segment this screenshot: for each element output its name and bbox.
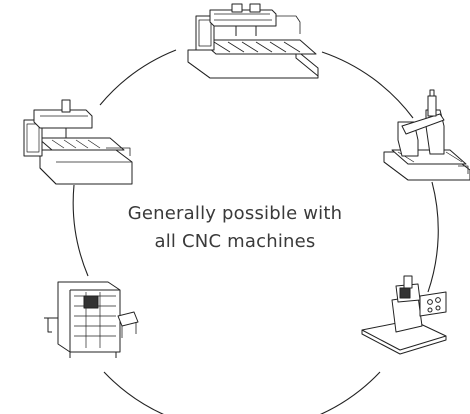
caption-line-1: Generally possible with [127, 203, 343, 224]
ring-arc-left [72, 184, 89, 277]
cnc-engraving-machine-icon [383, 89, 470, 181]
connection-ring [72, 49, 439, 414]
center-caption: Generally possible with all CNC machines [110, 200, 360, 256]
ring-arc-right [427, 181, 439, 293]
ring-arc-top-right [321, 51, 414, 119]
cnc-milling-machine-icon [361, 275, 447, 355]
ring-arc-bottom [103, 371, 381, 414]
cnc-portal-mill-icon [23, 99, 133, 185]
ring-arc-top-left [99, 49, 177, 106]
caption-line-2: all CNC machines [154, 231, 316, 252]
cnc-gantry-router-icon [187, 3, 319, 79]
cnc-machining-center-icon [44, 281, 139, 358]
